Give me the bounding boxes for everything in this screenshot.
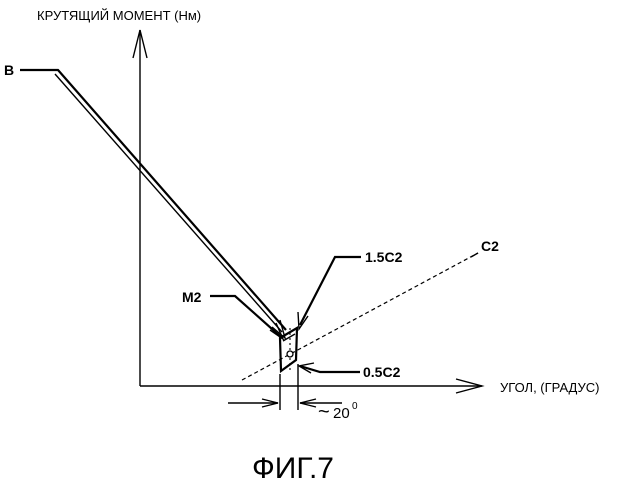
x-axis-label: УГОЛ, (ГРАДУС) <box>500 380 600 395</box>
x-axis: УГОЛ, (ГРАДУС) <box>140 379 600 395</box>
line-b-label: B <box>4 62 14 78</box>
leader-1-5c2: 1.5C2 <box>298 249 403 329</box>
figure-caption: ФИГ.7 <box>252 452 334 485</box>
line-b: B <box>4 62 286 338</box>
upper-limit-label: 1.5C2 <box>365 249 403 265</box>
y-axis: КРУТЯЩИЙ МОМЕНТ (Нм) <box>37 8 201 386</box>
y-axis-label: КРУТЯЩИЙ МОМЕНТ (Нм) <box>37 8 201 23</box>
leader-0-5c2: 0.5C2 <box>299 363 401 380</box>
angle-degree-mark: 0 <box>352 401 358 412</box>
angle-tilde: ~ <box>318 401 330 423</box>
lower-limit-label: 0.5C2 <box>363 364 401 380</box>
point-m2-label: M2 <box>182 289 202 305</box>
angle-value-label: 20 <box>333 405 350 422</box>
tolerance-window <box>280 328 297 372</box>
point-m2: M2 <box>182 289 293 357</box>
line-c2-label: C2 <box>481 238 499 254</box>
